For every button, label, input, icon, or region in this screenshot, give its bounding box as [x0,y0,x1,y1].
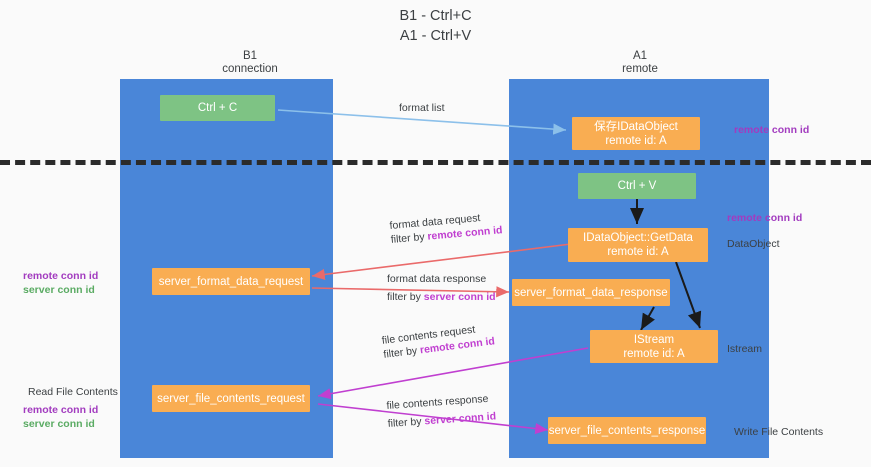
node-server-file-contents-request[interactable]: server_file_contents_request [152,385,310,412]
column-header-b1: B1 connection [150,50,350,76]
edge-label-format-data-response-filter-prefix: filter by [387,291,424,303]
node-ctrl-v[interactable]: Ctrl + V [578,173,696,199]
node-ctrl-c[interactable]: Ctrl + C [160,95,275,121]
node-ctrl-v-label: Ctrl + V [617,180,657,192]
annotation-left-server-conn-id-mid: server conn id [23,284,95,296]
annotation-left-server-conn-id-bottom: server conn id [23,418,95,430]
column-header-a1: A1 remote [540,50,740,76]
node-istream-line2: remote id: A [623,347,685,360]
edge-label-format-data-response-filter-key: server conn id [423,291,496,303]
node-idataobject-remote-line1: 保存IDataObject [594,120,678,133]
edge-label-format-data-response-line1: format data response [387,273,487,285]
edge-label-file-contents-response-filter-key: server conn id [424,410,497,428]
node-getdata[interactable]: IDataObject::GetData remote id: A [568,228,708,262]
edge-label-format-data-request: format data request filter by remote con… [389,209,503,247]
node-getdata-line1: IDataObject::GetData [583,232,693,244]
edge-label-file-contents-request-filter-prefix: filter by [382,344,421,361]
title-line-2: A1 - Ctrl+V [399,28,472,44]
node-istream[interactable]: IStream remote id: A [590,330,718,363]
edge-label-format-list-text: format list [399,102,445,114]
node-idataobject-remote-line2: remote id: A [605,134,667,147]
edge-label-format-list: format list [399,101,445,115]
column-header-b1-line2: connection [222,63,278,75]
annotation-left-read-file-contents: Read File Contents [28,386,118,398]
column-header-a1-line2: remote [622,63,658,75]
page-title: B1 - Ctrl+C A1 - Ctrl+V [0,6,871,46]
annotation-right-remote-conn-id-top: remote conn id [734,124,810,136]
title-line-1: B1 - Ctrl+C [399,8,472,24]
node-getdata-line2: remote id: A [607,246,669,258]
edge-label-file-contents-request: file contents request filter by remote c… [381,320,496,361]
node-server-file-contents-response-label: server_file_contents_response [548,424,706,437]
node-server-file-contents-response[interactable]: server_file_contents_response [548,417,706,444]
node-idataobject-remote[interactable]: 保存IDataObject remote id: A [572,117,700,150]
phase-separator [0,160,871,165]
node-server-format-data-request[interactable]: server_format_data_request [152,268,310,295]
annotation-right-remote-conn-id-mid: remote conn id [727,212,803,224]
column-header-b1-line1: B1 [242,50,258,62]
annotation-right-istream: Istream [727,343,763,355]
node-server-format-data-response[interactable]: server_format_data_response [512,279,670,306]
edge-label-format-data-response-filter: filter by server conn id [387,290,496,304]
node-server-format-data-response-label: server_format_data_response [514,286,668,299]
node-server-format-data-request-label: server_format_data_request [158,275,304,288]
edge-label-file-contents-response-filter: filter by server conn id [387,409,496,431]
node-istream-line1: IStream [633,333,675,346]
annotation-right-dataobject: DataObject [727,238,780,250]
node-server-file-contents-request-label: server_file_contents_request [157,392,305,405]
edge-label-format-data-request-filter-prefix: filter by [390,230,428,246]
node-ctrl-c-label: Ctrl + C [197,102,238,114]
edge-label-file-contents-response: file contents response filter by server … [386,391,497,430]
column-header-a1-line1: A1 [632,50,648,62]
annotation-left-remote-conn-id-mid: remote conn id [23,270,99,282]
edge-label-format-data-response: format data response filter by server co… [387,272,496,304]
edge-label-file-contents-response-filter-prefix: filter by [387,415,425,430]
annotation-right-write-file-contents: Write File Contents [734,426,824,438]
annotation-left-remote-conn-id-bottom: remote conn id [23,404,99,416]
